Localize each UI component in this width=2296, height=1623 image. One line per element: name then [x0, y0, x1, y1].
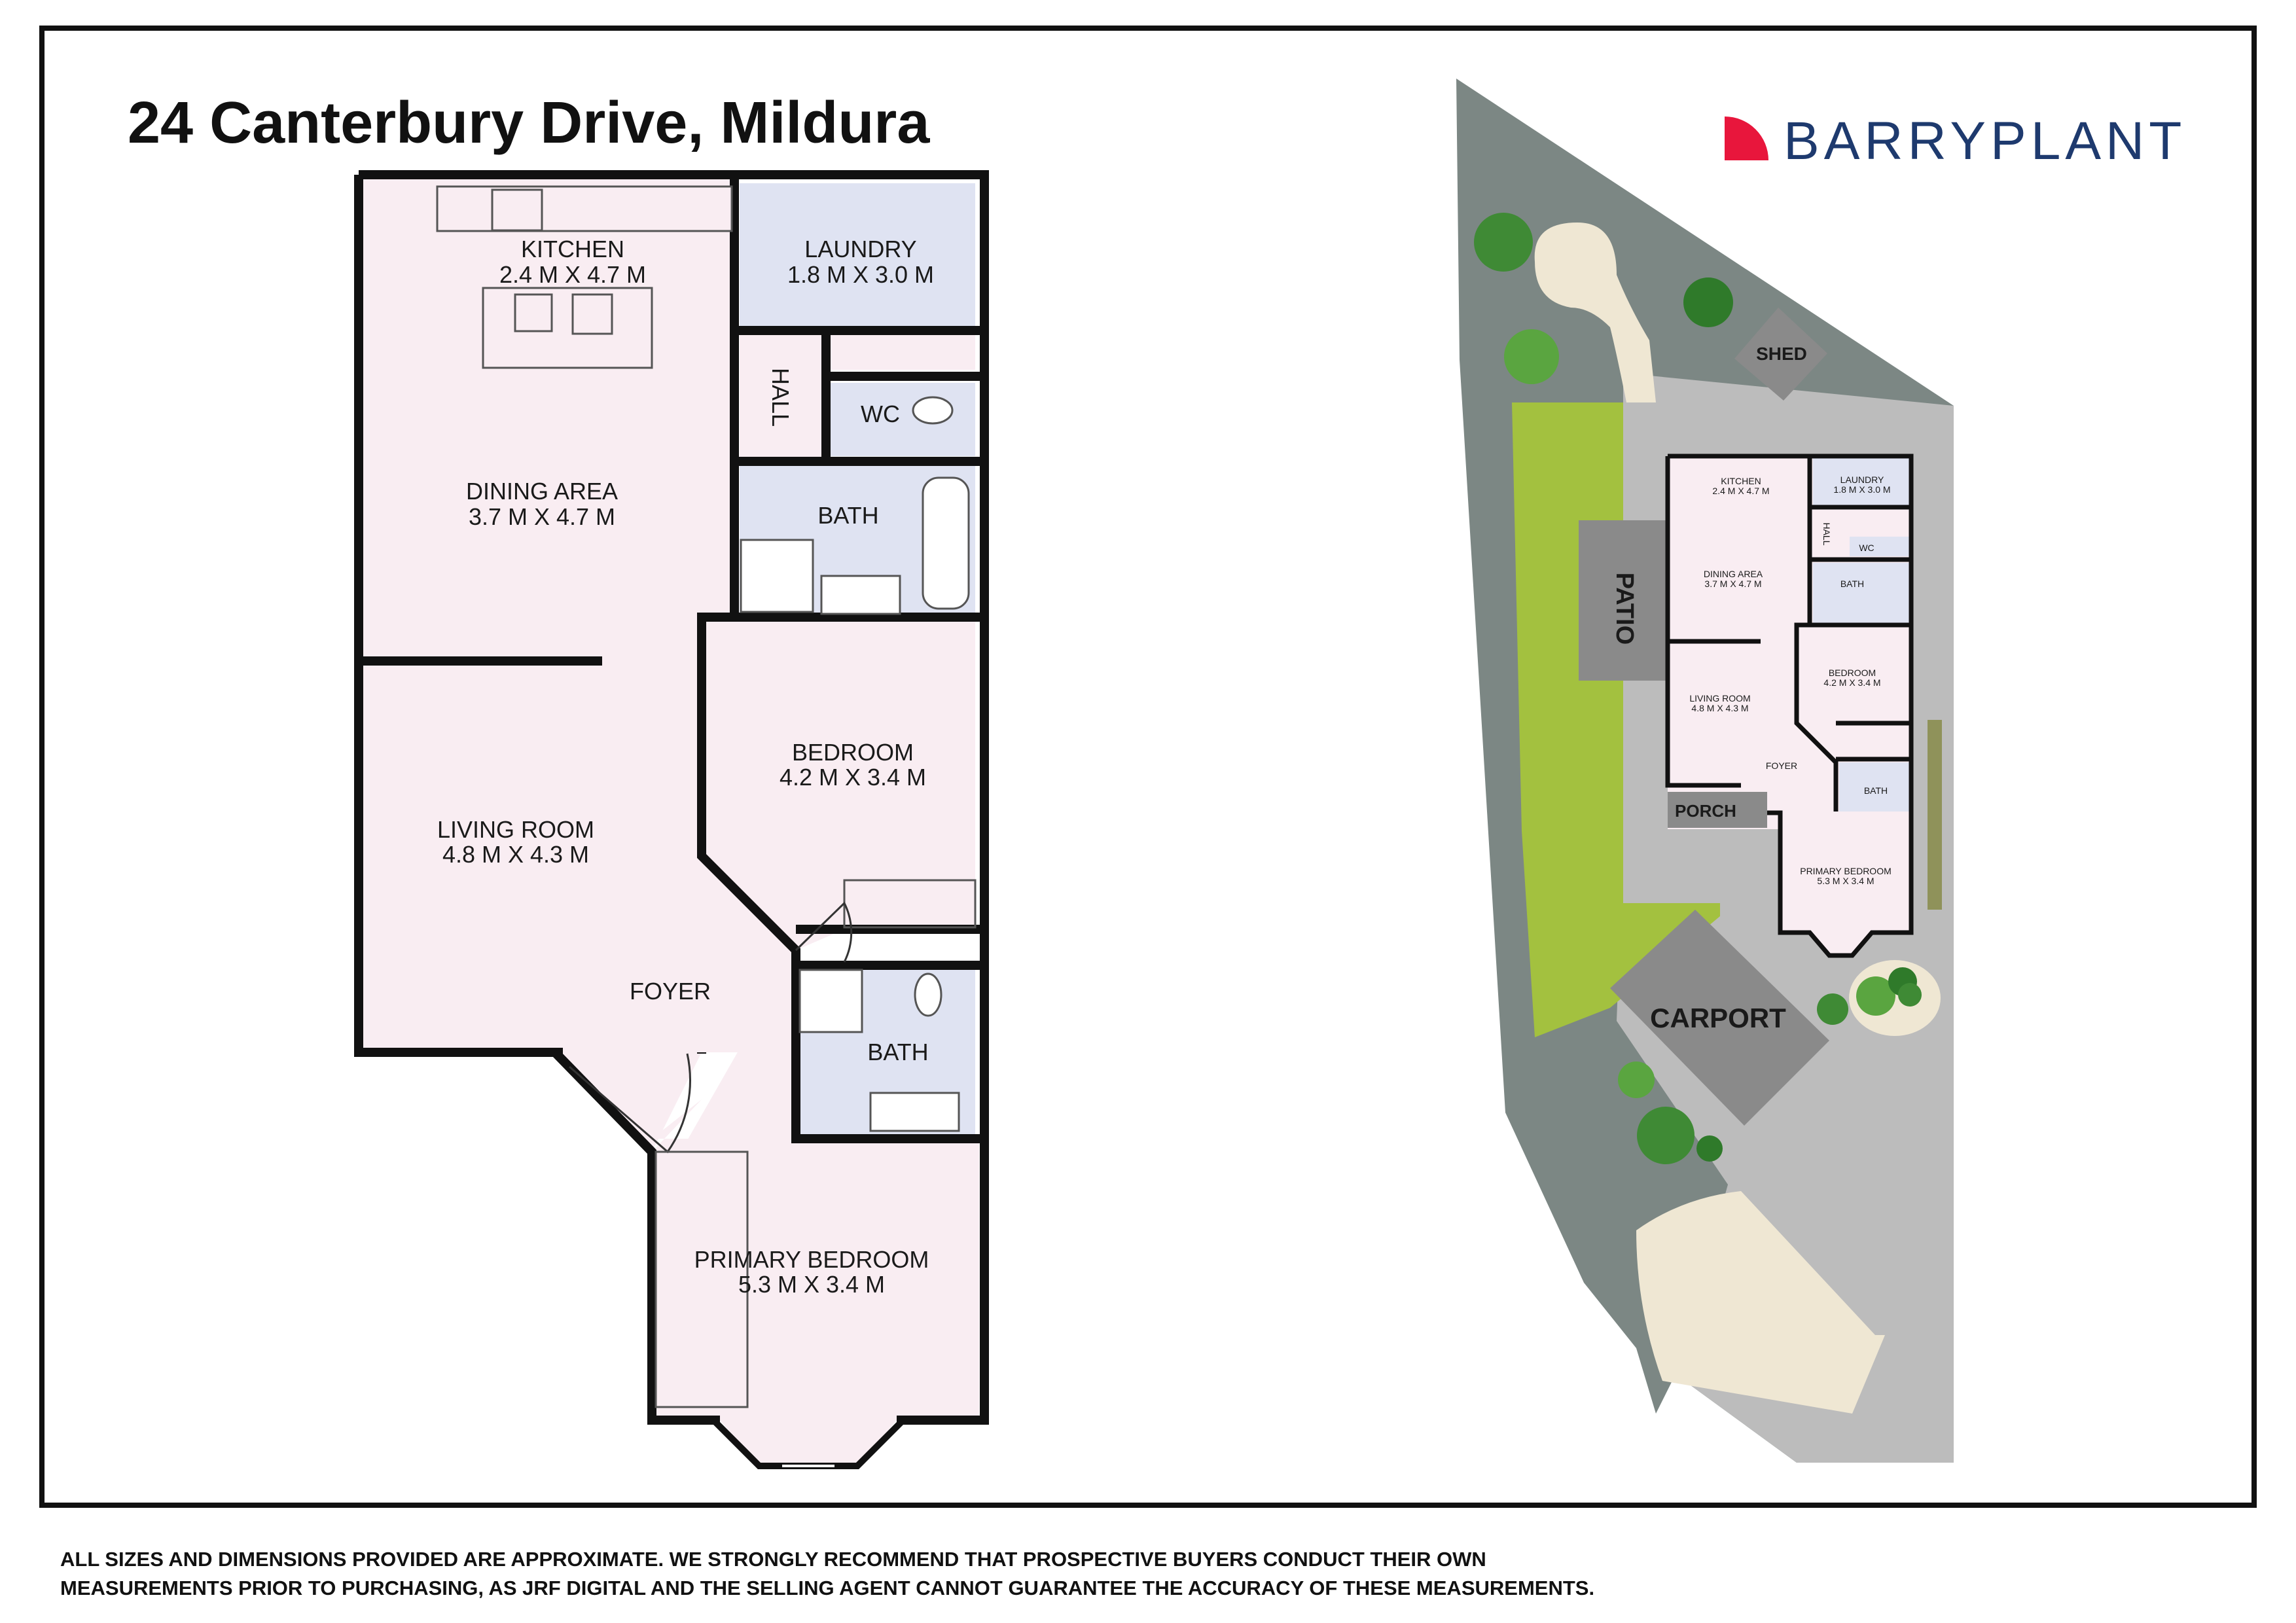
main-bedroom-dims: 4.2 M X 3.4 M — [780, 764, 926, 791]
main-laundry-fill — [740, 183, 975, 330]
main-laundry-dims: 1.8 M X 3.0 M — [787, 261, 934, 288]
site-living-dims: 4.8 M X 4.3 M — [1691, 703, 1748, 713]
site-bath1-name: BATH — [1840, 579, 1864, 589]
main-walls — [354, 170, 989, 1425]
site-carport-label: CARPORT — [1650, 1003, 1786, 1033]
site-tree-icon — [1504, 329, 1559, 384]
site-bath2-name: BATH — [1864, 785, 1888, 796]
main-foyer-fill — [359, 617, 796, 1152]
main-primary-name: PRIMARY BEDROOM — [694, 1246, 929, 1273]
site-foyer-name: FOYER — [1766, 760, 1797, 771]
disclaimer-line-2: MEASUREMENTS PRIOR TO PURCHASING, AS JRF… — [60, 1577, 1594, 1599]
site-patio-label: PATIO — [1611, 573, 1638, 645]
main-primary-robe — [655, 1150, 749, 1408]
main-dining-name: DINING AREA — [466, 478, 618, 505]
site-sand-bottom — [1636, 1191, 1885, 1414]
main-bedroom-name: BEDROOM — [792, 739, 914, 766]
site-tree-icon — [1474, 213, 1533, 272]
site-shrub-icon — [1856, 976, 1895, 1016]
main-hall-name: HALL — [767, 368, 794, 427]
brand-wordmark: BARRYPLANT — [1784, 111, 2186, 171]
site-bedroom-name: BEDROOM — [1829, 668, 1876, 678]
site-dining-name: DINING AREA — [1704, 569, 1763, 579]
site-room-labels: KITCHEN 2.4 M X 4.7 M LAUNDRY 1.8 M X 3.… — [1689, 474, 1891, 886]
site-tree-icon — [1683, 277, 1733, 327]
main-bath1-vanity — [820, 575, 901, 615]
main-room-labels: KITCHEN 2.4 M X 4.7 M LAUNDRY 1.8 M X 3.… — [437, 236, 934, 1298]
site-tree-icon — [1696, 1135, 1723, 1162]
main-bath1-shower — [740, 539, 814, 613]
main-entry-door — [569, 1053, 691, 1154]
site-kitchen-name: KITCHEN — [1721, 476, 1761, 486]
main-living-dims: 4.8 M X 4.3 M — [442, 841, 589, 868]
main-wc-toilet — [912, 396, 954, 425]
site-lawn — [1512, 402, 1720, 1037]
property-title: 24 Canterbury Drive, Mildura — [128, 90, 930, 156]
site-tree-icon — [1618, 1061, 1655, 1098]
site-porch — [1668, 792, 1767, 828]
main-bath1-name: BATH — [817, 502, 878, 529]
main-primary-dims: 5.3 M X 3.4 M — [738, 1271, 885, 1298]
main-bath2-name: BATH — [867, 1039, 928, 1065]
main-island-sink — [514, 293, 553, 332]
site-house-wc — [1850, 537, 1911, 556]
main-cooktop — [491, 188, 543, 232]
site-laundry-dims: 1.8 M X 3.0 M — [1833, 484, 1890, 495]
site-laundry-name: LAUNDRY — [1840, 474, 1884, 485]
site-fence-strip — [1928, 720, 1942, 910]
site-shrub-icon — [1898, 983, 1922, 1007]
site-trees — [1474, 213, 1941, 1164]
site-shed-label: SHED — [1756, 344, 1807, 364]
brand-logo: BARRYPLANT — [1725, 111, 2186, 171]
main-bath2-shower — [798, 969, 863, 1033]
site-kitchen-dims: 2.4 M X 4.7 M — [1712, 486, 1769, 496]
main-kitchen-bench — [436, 185, 733, 232]
site-house-laundry — [1813, 458, 1911, 507]
main-island-appliance — [571, 293, 613, 335]
site-patio — [1579, 520, 1669, 681]
main-living-name: LIVING ROOM — [437, 816, 594, 843]
disclaimer-line-1: ALL SIZES AND DIMENSIONS PROVIDED ARE AP… — [60, 1548, 1486, 1571]
site-primary-name: PRIMARY BEDROOM — [1800, 866, 1892, 876]
main-laundry-name: LAUNDRY — [804, 236, 916, 262]
main-hall-strip-fill — [825, 330, 975, 370]
brand-mark-icon — [1725, 116, 1768, 160]
main-bedroom-door — [795, 901, 853, 963]
site-living-name: LIVING ROOM — [1689, 693, 1750, 704]
main-kitchen-island — [482, 287, 653, 369]
site-bedroom-dims: 4.2 M X 3.4 M — [1823, 677, 1880, 688]
main-wc-fill — [826, 383, 975, 456]
site-house-bath2 — [1839, 762, 1911, 812]
site-house-primary — [1780, 792, 1911, 955]
site-porch-label: PORCH — [1675, 801, 1736, 821]
site-carport — [1610, 910, 1829, 1126]
site-house: PORCH KITCHEN 2.4 M X 4.7 M LAUNDRY 1.8 … — [1665, 454, 1914, 958]
site-shrub-icon — [1817, 993, 1848, 1025]
site-sand-path — [1534, 223, 1656, 402]
main-foyer-name: FOYER — [630, 978, 711, 1005]
site-plan: SHED PATIO CARPORT — [1456, 79, 1954, 1463]
disclaimer: ALL SIZES AND DIMENSIONS PROVIDED ARE AP… — [60, 1548, 1594, 1599]
main-kitchen-dims: 2.4 M X 4.7 M — [499, 261, 646, 288]
main-dining-dims: 3.7 M X 4.7 M — [469, 503, 615, 530]
site-shed — [1734, 308, 1827, 401]
main-floor-plan: KITCHEN 2.4 M X 4.7 M LAUNDRY 1.8 M X 3.… — [354, 170, 989, 1469]
main-wc-name: WC — [861, 401, 900, 427]
site-house-bath1 — [1813, 563, 1911, 625]
site-wc-name: WC — [1859, 543, 1874, 553]
main-bath2-vanity — [869, 1092, 960, 1132]
main-bath2-toilet — [914, 972, 942, 1017]
main-primary-fill — [652, 1052, 979, 1466]
site-hall-name: HALL — [1821, 522, 1832, 545]
main-hall-fill — [740, 330, 825, 461]
site-primary-dims: 5.3 M X 3.4 M — [1817, 876, 1874, 886]
main-bath-tub — [922, 476, 970, 610]
main-bedroom-fill — [707, 620, 975, 950]
site-house-walls — [1665, 454, 1914, 958]
site-tree-icon — [1637, 1107, 1695, 1164]
site-dining-dims: 3.7 M X 4.7 M — [1704, 579, 1761, 589]
main-kitchen-name: KITCHEN — [521, 236, 624, 262]
